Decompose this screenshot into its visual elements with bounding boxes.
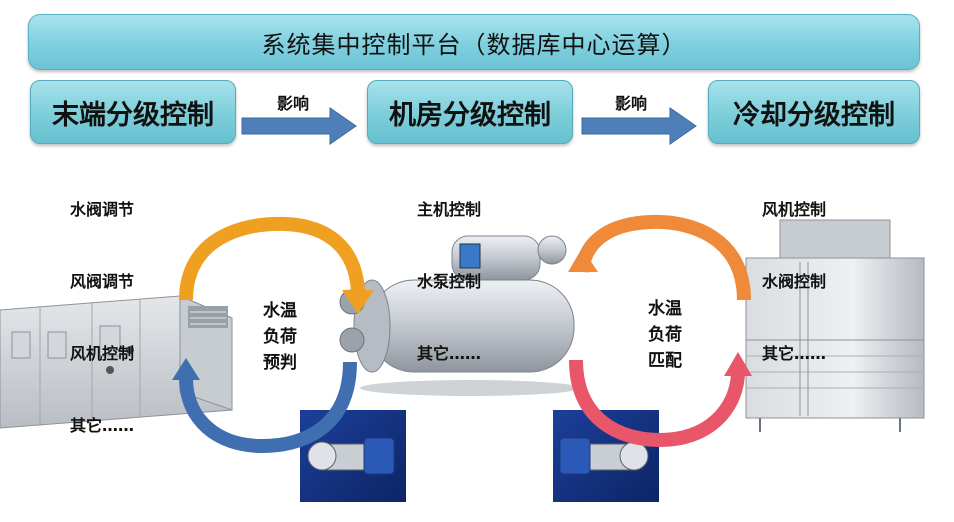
- cycle-label-left: 水温 负荷 预判: [263, 298, 297, 376]
- list-item: 其它……: [417, 344, 482, 363]
- influence-label: 影响: [277, 94, 310, 113]
- cycle-line: 水温: [648, 299, 682, 319]
- cooling-items-list: 风机控制 水阀控制 其它……: [762, 150, 826, 414]
- terminal-level-label: 末端分级控制: [52, 99, 214, 131]
- list-item: 水阀调节: [70, 200, 135, 219]
- water-pump: [300, 410, 406, 502]
- central-control-platform-bar: 系统集中控制平台（数据库中心运算）: [28, 14, 920, 70]
- cooling-tower: [745, 219, 925, 432]
- influence-arrow: [241, 107, 357, 145]
- cooling-level-label: 冷却分级控制: [733, 99, 895, 131]
- cycle-line: 匹配: [648, 351, 682, 371]
- list-item: 风机控制: [70, 344, 135, 363]
- cycle-line: 负荷: [648, 325, 682, 345]
- cycle-line: 水温: [263, 301, 297, 321]
- cycle-arrow-left: [172, 216, 374, 454]
- cooling-level-box: 冷却分级控制: [708, 80, 920, 144]
- influence-label: 影响: [615, 94, 648, 113]
- cycle-label-right: 水温 负荷 匹配: [648, 296, 682, 374]
- list-item: 其它……: [70, 416, 135, 435]
- cycle-line: 负荷: [263, 327, 297, 347]
- list-item: 其它……: [762, 344, 827, 363]
- list-item: 风机控制: [762, 200, 827, 219]
- list-item: 水泵控制: [417, 272, 482, 291]
- terminal-items-list: 水阀调节 风阀调节 风机控制 其它……: [70, 150, 134, 486]
- cycle-line: 预判: [263, 353, 297, 373]
- list-item: 水阀控制: [762, 272, 827, 291]
- list-item: 风阀调节: [70, 272, 135, 291]
- plant-room-level-label: 机房分级控制: [389, 99, 551, 131]
- plant-room-items-list: 主机控制 水泵控制 其它……: [417, 150, 481, 414]
- list-item: 主机控制: [417, 200, 482, 219]
- terminal-level-box: 末端分级控制: [30, 80, 236, 144]
- air-handling-unit: [0, 295, 233, 429]
- cycle-arrow-right: [568, 214, 752, 448]
- influence-arrow: [581, 107, 697, 145]
- platform-title: 系统集中控制平台（数据库中心运算）: [261, 30, 687, 59]
- plant-room-level-box: 机房分级控制: [367, 80, 573, 144]
